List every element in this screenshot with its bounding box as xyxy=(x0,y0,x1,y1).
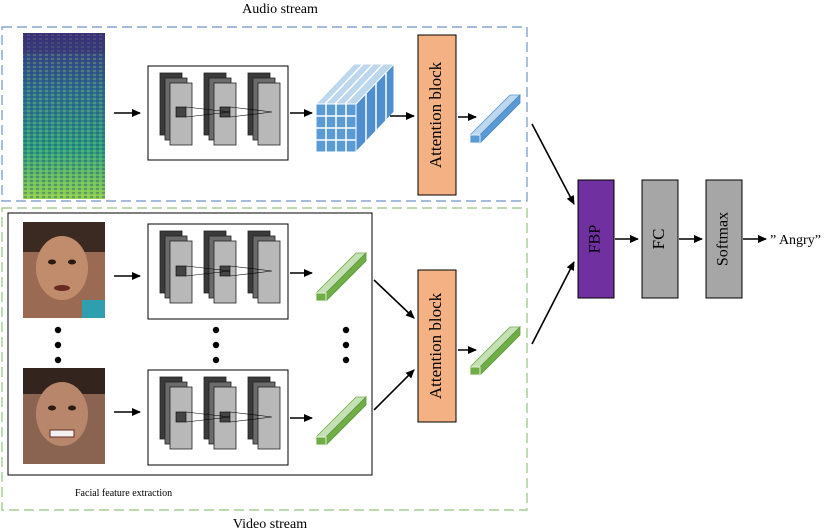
face-image-bottom xyxy=(23,368,105,464)
cnn-stack-icon xyxy=(247,230,281,304)
video-feature-vector-top xyxy=(315,252,367,302)
audio-attention-block xyxy=(417,34,457,196)
output-label: ” Angry” xyxy=(770,233,821,248)
cnn-stack-icon xyxy=(247,376,281,450)
video-cnn-block-bottom xyxy=(147,369,289,466)
audio-feature-vector xyxy=(469,94,521,144)
facial-feature-extraction-label: Facial feature extraction xyxy=(75,488,172,499)
cnn-stack-icon xyxy=(247,72,281,146)
fbp-label: FBP xyxy=(587,225,604,254)
softmax-block xyxy=(705,179,743,299)
fbp-block xyxy=(577,179,615,299)
arrow-audio-to-fbp xyxy=(531,123,575,205)
video-feature-vector-bottom xyxy=(315,396,367,446)
arrow-video-to-fbp xyxy=(531,261,575,345)
vertical-ellipsis-icon xyxy=(342,326,350,364)
video-attention-block-label: Attention block xyxy=(426,292,445,399)
video-aggregated-vector xyxy=(469,326,521,376)
facial-feature-extraction-region xyxy=(7,212,373,476)
face-image-top xyxy=(23,222,105,318)
audio-stream-label: Audio stream xyxy=(242,2,318,17)
audio-attention-block-label: Attention block xyxy=(426,61,445,168)
softmax-label: Softmax xyxy=(715,212,732,266)
audio-spectrogram-image xyxy=(23,33,105,199)
audio-feature-cube xyxy=(314,62,396,154)
video-attention-block xyxy=(417,269,457,423)
video-cnn-block-top xyxy=(147,223,289,320)
video-stream-region xyxy=(1,207,528,511)
fc-label: FC xyxy=(649,229,668,250)
audio-cnn-block xyxy=(147,65,289,161)
audio-stream-region xyxy=(1,26,528,202)
arrow-vector-top-to-attention xyxy=(373,279,415,319)
vertical-ellipsis-icon xyxy=(54,326,62,364)
vertical-ellipsis-icon xyxy=(212,326,220,364)
video-stream-label: Video stream xyxy=(233,517,307,532)
fc-block xyxy=(641,179,679,299)
arrow-vector-bottom-to-attention xyxy=(373,369,415,411)
